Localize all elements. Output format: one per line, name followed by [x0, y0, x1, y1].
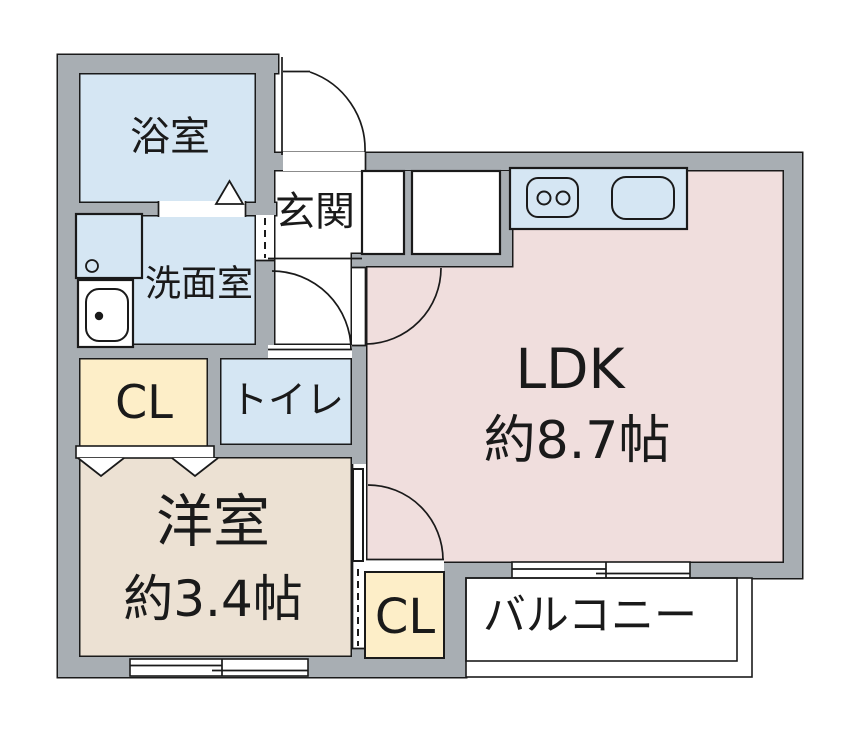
shoe-cabinet-small-icon [360, 169, 406, 256]
bath-door [157, 179, 247, 217]
stove-burner-icon [555, 190, 571, 206]
ldk-size: 約8.7帖 [484, 411, 671, 471]
washroom-label: 洗面室 [145, 264, 253, 305]
drain-icon [85, 259, 99, 273]
room-toilet [212, 356, 362, 452]
kitchen-counter [508, 166, 689, 231]
entrance-label: 玄関 [275, 189, 355, 235]
balcony-inner-rail [465, 577, 738, 662]
toilet-label: トイレ [230, 378, 344, 422]
wash-basin-icon [85, 288, 129, 342]
toilet-door [268, 270, 352, 358]
ldk-label: LDK [515, 337, 626, 401]
entrance-storage [360, 169, 502, 256]
folding-door-v-icon [171, 457, 219, 478]
balcony-label: バルコニー [483, 591, 697, 641]
stove-icon [526, 177, 579, 218]
closet-upper-label: CL [115, 375, 173, 429]
washroom-fixtures [74, 212, 144, 349]
room-closet-lower [364, 571, 445, 659]
closet-lower-doorway [366, 558, 444, 573]
shoe-cabinet-large-icon [410, 169, 502, 256]
room-closet-upper [74, 352, 214, 452]
basin-drain-icon [94, 311, 104, 321]
western-window [129, 658, 309, 677]
western-room-size: 約3.4帖 [123, 570, 303, 628]
western-room-label: 洋室 [156, 489, 270, 555]
bath-folding-door-marker-icon [214, 179, 245, 205]
folding-door-v-icon [77, 457, 125, 478]
entrance-door [281, 57, 367, 172]
closet-upper-folding-doors [75, 445, 219, 478]
washroom-door [256, 215, 274, 262]
kitchen-sink-icon [611, 176, 675, 220]
ldk-window [511, 561, 691, 580]
bath-label: 浴室 [130, 114, 210, 160]
room-western [70, 450, 360, 662]
ldk-entry-door [352, 266, 442, 347]
balcony [465, 577, 753, 678]
stove-burner-icon [536, 190, 552, 206]
western-closet-opening [351, 464, 366, 650]
closet-lower-label: CL [375, 589, 436, 645]
